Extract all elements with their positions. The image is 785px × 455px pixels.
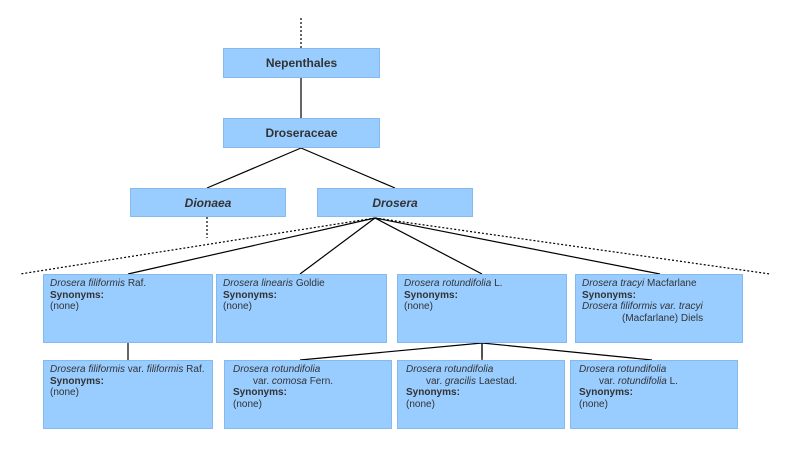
variety-species: Drosera rotundifolia — [406, 364, 494, 375]
variety-epithet: gracilis — [444, 375, 477, 387]
synonyms-label: Synonyms: — [579, 387, 633, 398]
node-var-gracilis: Drosera rotundifolia var. gracilis Laest… — [397, 360, 565, 429]
node-drosera-filiformis: Drosera filiformis Raf. Synonyms: (none) — [43, 274, 213, 343]
edge-drosera-left-dashed — [19, 217, 376, 275]
synonyms-label: Synonyms: — [50, 375, 104, 387]
node-var-rotundifolia: Drosera rotundifolia var. rotundifolia L… — [570, 360, 738, 429]
edge-drosera-linearis — [299, 217, 376, 275]
node-drosera-tracyi: Drosera tracyi Macfarlane Synonyms: Dros… — [575, 274, 743, 343]
synonyms-value: (none) — [223, 301, 252, 312]
node-drosera-linearis: Drosera linearis Goldie Synonyms: (none) — [216, 274, 387, 343]
synonyms-label: Synonyms: — [582, 289, 636, 301]
variety-species: Drosera filiformis — [50, 364, 126, 375]
variety-rank: var. — [426, 375, 443, 387]
species-name: Drosera — [582, 278, 618, 289]
node-var-comosa: Drosera rotundifolia var. comosa Fern. S… — [224, 360, 392, 429]
synonyms-value: (none) — [233, 398, 262, 410]
edge-drosera-right-dashed — [374, 217, 771, 275]
node-var-filiformis: Drosera filiformis var. filiformis Raf. … — [43, 360, 213, 429]
edge-drosera-rotundifolia — [374, 217, 483, 275]
node-droseraceae-label: Droseraceae — [265, 126, 338, 140]
edge-rot-comosa — [299, 342, 483, 361]
variety-species: Drosera rotundifolia — [233, 364, 321, 375]
node-dionaea: Dionaea — [130, 188, 286, 217]
synonym-author: (Macfarlane) Diels — [622, 312, 704, 324]
node-nepenthales-label: Nepenthales — [265, 56, 338, 70]
synonyms-value: (none) — [406, 398, 435, 410]
variety-author: L. — [669, 375, 678, 387]
synonyms-value: (none) — [50, 301, 79, 312]
species-epithet: tracyi — [620, 278, 645, 289]
synonyms-value: (none) — [50, 387, 79, 398]
variety-author: Raf. — [186, 364, 205, 375]
edge-rot-rot — [481, 342, 653, 361]
species-name: Drosera — [223, 278, 259, 289]
variety-rank: var. — [127, 364, 144, 375]
variety-rank: var. — [253, 375, 270, 387]
variety-rank: var. — [599, 375, 616, 387]
variety-epithet: comosa — [271, 375, 307, 387]
synonyms-label: Synonyms: — [50, 289, 104, 301]
species-author: L. — [494, 278, 503, 289]
variety-author: Fern. — [309, 375, 334, 387]
edge-drosera-tracyi — [374, 217, 661, 275]
species-epithet: filiformis — [88, 278, 126, 289]
synonyms-label: Synonyms: — [233, 387, 287, 398]
synonym-name: Drosera filiformis var. tracyi — [582, 301, 703, 312]
variety-epithet: filiformis — [146, 364, 184, 375]
node-drosera-label: Drosera — [372, 195, 418, 210]
variety-author: Laestad. — [478, 375, 518, 387]
variety-species: Drosera rotundifolia — [579, 364, 667, 375]
variety-epithet: rotundifolia — [617, 375, 667, 387]
node-droseraceae: Droseraceae — [223, 118, 380, 148]
synonyms-label: Synonyms: — [223, 289, 277, 301]
synonyms-value: (none) — [579, 398, 608, 410]
species-author: Macfarlane — [647, 278, 697, 289]
edge-family-drosera — [300, 147, 396, 189]
node-dionaea-label: Dionaea — [184, 195, 232, 210]
synonyms-value: (none) — [404, 301, 433, 312]
species-name: Drosera — [404, 278, 440, 289]
species-author: Goldie — [295, 278, 325, 289]
node-nepenthales: Nepenthales — [223, 48, 380, 78]
node-drosera-rotundifolia: Drosera rotundifolia L. Synonyms: (none) — [397, 274, 567, 343]
edge-family-dionaea — [206, 147, 302, 189]
species-name: Drosera — [50, 278, 86, 289]
species-epithet: linearis — [261, 278, 294, 289]
node-drosera: Drosera — [317, 188, 473, 217]
species-epithet: rotundifolia — [442, 278, 492, 289]
species-author: Raf. — [127, 278, 147, 289]
synonyms-label: Synonyms: — [404, 289, 458, 301]
synonyms-label: Synonyms: — [406, 387, 460, 398]
edge-drosera-filiformis — [127, 217, 376, 275]
